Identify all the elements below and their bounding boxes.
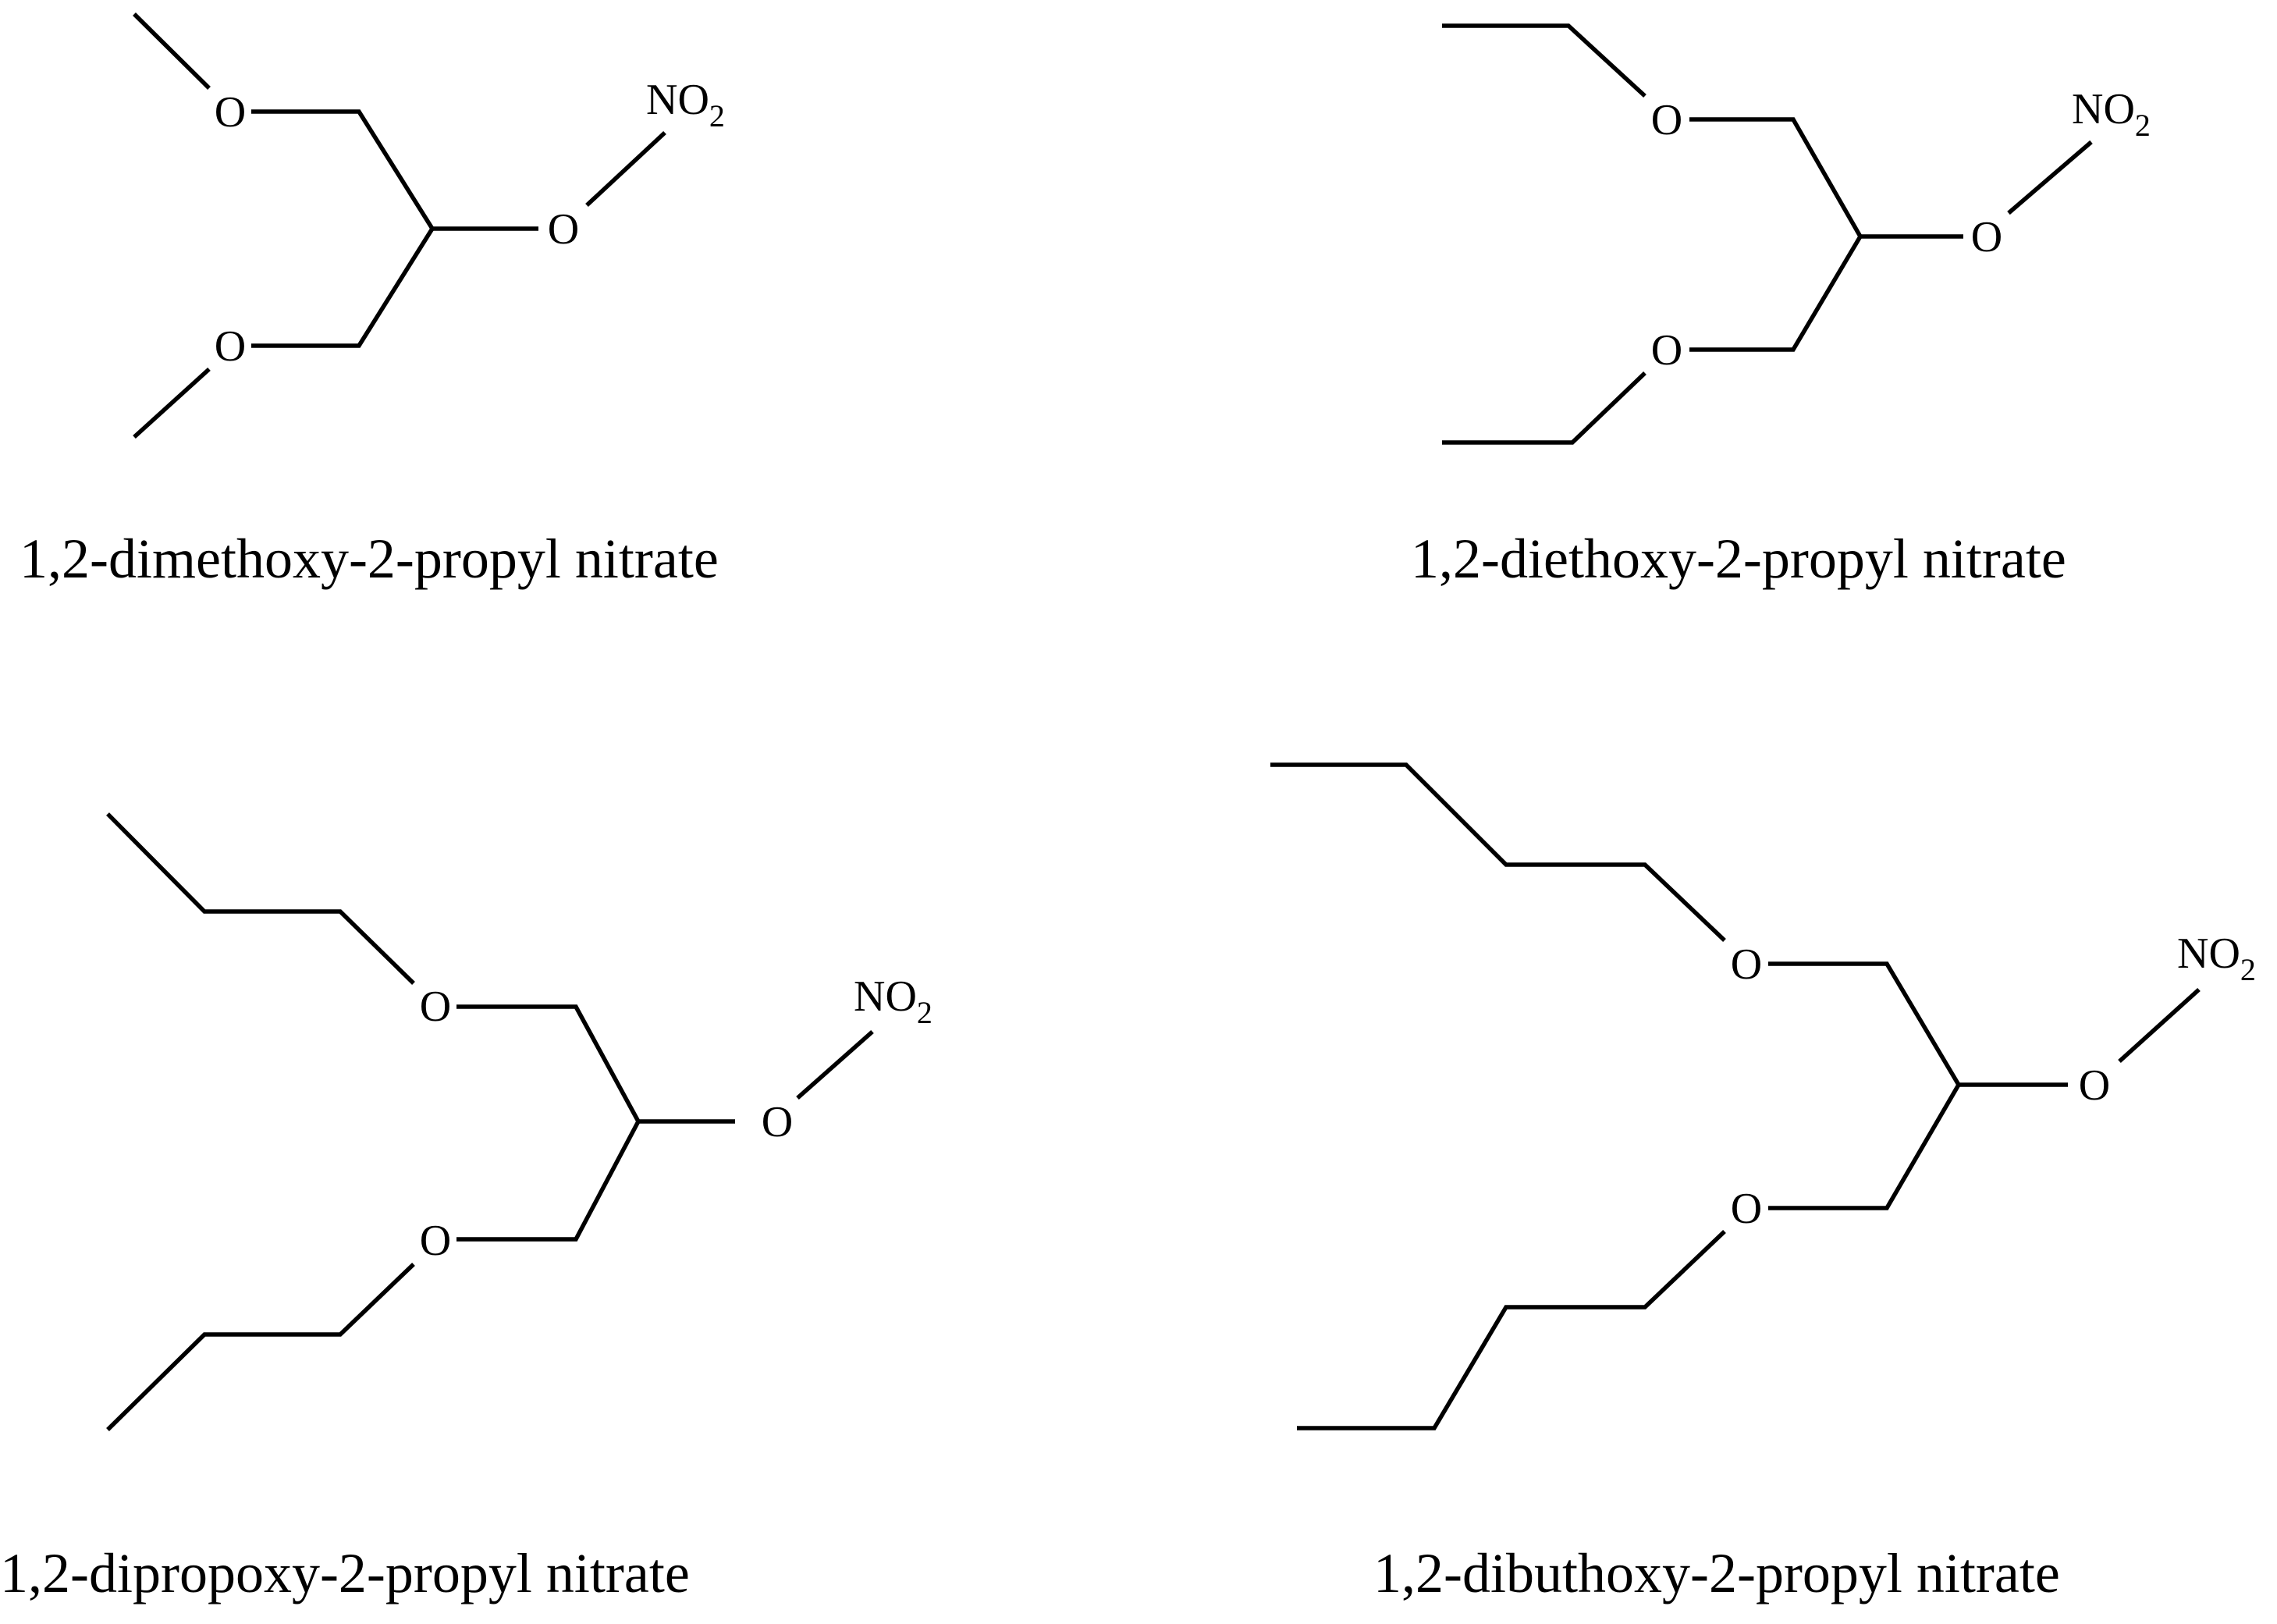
ether-oxygen-lower: O (420, 1217, 451, 1265)
nitrate-oxygen: O (548, 205, 579, 254)
molecule-diethoxy: O O O NO2 1,2-diethoxy-2-propyl nitrate (1411, 23, 2151, 590)
nitrate-oxygen: O (762, 1098, 793, 1146)
compound-caption: 1,2-dibuthoxy-2-propyl nitrate (1373, 1542, 2060, 1604)
nitro-group: NO2 (2177, 929, 2256, 987)
molecule-dimethoxy: O O O NO2 1,2-dimethoxy-2-propyl nitrate (20, 12, 725, 590)
ether-oxygen-upper: O (1651, 96, 1682, 144)
compound-caption: 1,2-dimethoxy-2-propyl nitrate (20, 528, 719, 590)
ether-oxygen-upper: O (1731, 940, 1762, 989)
skeleton-bonds (1270, 762, 2201, 1430)
nitro-group: NO2 (854, 972, 932, 1030)
ether-oxygen-lower: O (1731, 1185, 1762, 1233)
skeleton-bonds (1442, 23, 2093, 445)
compound-caption: 1,2-diethoxy-2-propyl nitrate (1411, 528, 2066, 590)
nitrate-oxygen: O (1971, 213, 2002, 261)
ether-oxygen-lower: O (215, 322, 246, 371)
nitrate-oxygen: O (2079, 1061, 2110, 1110)
nitro-group: NO2 (2072, 85, 2151, 143)
skeleton-bonds (133, 12, 666, 439)
ether-oxygen-lower: O (1651, 326, 1682, 375)
compound-caption: 1,2-dipropoxy-2-propyl nitrate (0, 1542, 690, 1604)
molecule-dipropoxy: O O O NO2 1,2-dipropoxy-2-propyl nitrate (0, 812, 932, 1604)
ether-oxygen-upper: O (420, 983, 451, 1031)
skeleton-bonds (106, 812, 874, 1431)
ether-oxygen-upper: O (215, 88, 246, 137)
nitro-group: NO2 (646, 76, 725, 133)
molecule-dibuthoxy: O O O NO2 1,2-dibuthoxy-2-propyl nitrate (1270, 762, 2256, 1604)
